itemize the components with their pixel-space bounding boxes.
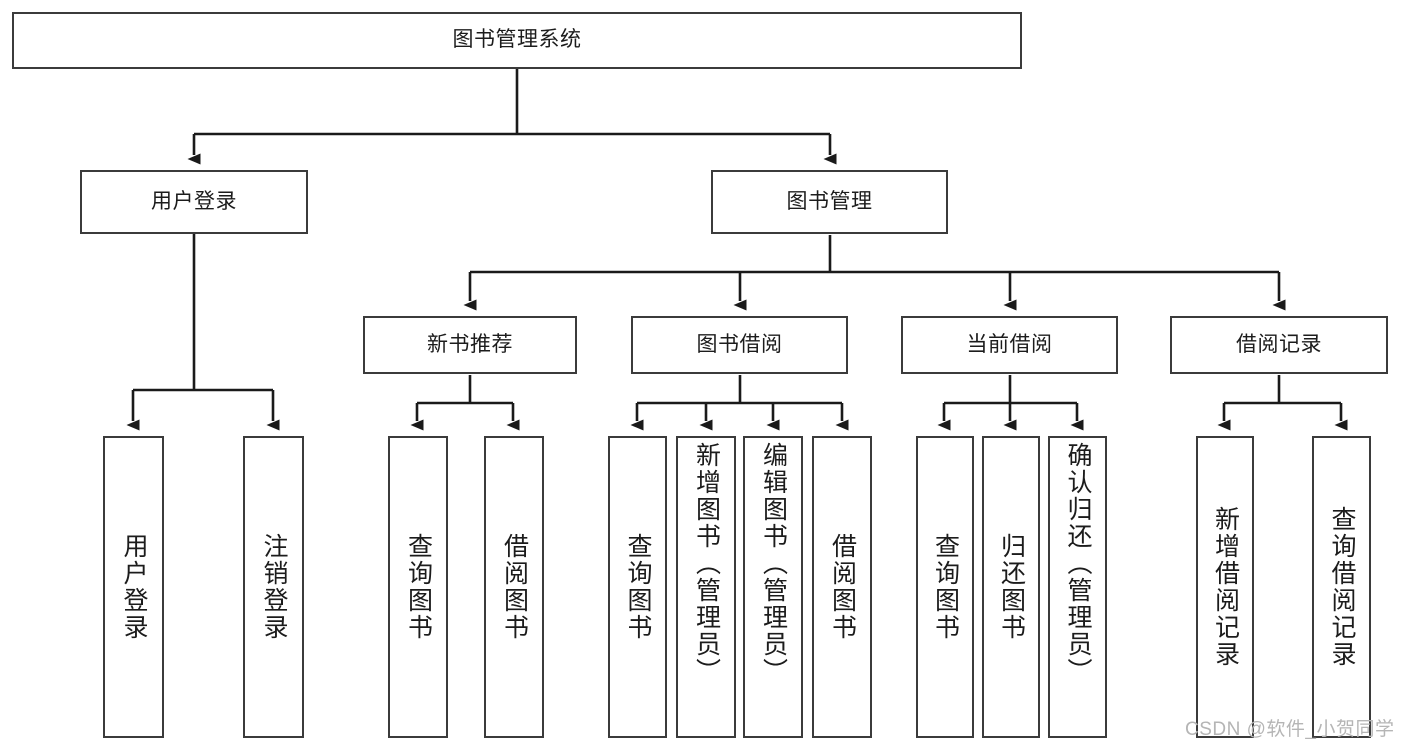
node-current-borrow[interactable]: 当前借阅 xyxy=(901,316,1118,374)
leaf-current-borrow-confirm-return[interactable]: 确认归还（管理员） xyxy=(1048,436,1107,738)
leaf-new-book-borrow[interactable]: 借阅图书 xyxy=(484,436,544,738)
node-label: 用户登录 xyxy=(151,189,237,213)
node-label: 编辑图书（管理员） xyxy=(759,442,788,685)
node-label: 图书管理 xyxy=(786,189,873,213)
node-label: 图书管理系统 xyxy=(452,28,582,52)
node-label: 归还图书 xyxy=(997,533,1026,641)
leaf-book-borrow-query[interactable]: 查询图书 xyxy=(608,436,667,738)
node-label: 注销登录 xyxy=(260,533,288,641)
node-label: 查询图书 xyxy=(624,533,652,641)
leaf-user-login-login[interactable]: 用户登录 xyxy=(103,436,164,738)
node-label: 当前借阅 xyxy=(966,332,1053,356)
leaf-book-borrow-add[interactable]: 新增图书（管理员） xyxy=(676,436,736,738)
node-borrow-record[interactable]: 借阅记录 xyxy=(1170,316,1388,374)
leaf-current-borrow-query[interactable]: 查询图书 xyxy=(916,436,974,738)
node-label: 查询借阅记录 xyxy=(1328,506,1356,668)
leaf-book-borrow-lend[interactable]: 借阅图书 xyxy=(812,436,872,738)
node-label: 查询图书 xyxy=(404,533,433,641)
node-label: 查询图书 xyxy=(931,533,960,641)
node-user-login[interactable]: 用户登录 xyxy=(80,170,308,234)
node-label: 借阅图书 xyxy=(500,533,529,641)
node-label: 借阅图书 xyxy=(828,533,857,641)
leaf-borrow-record-add[interactable]: 新增借阅记录 xyxy=(1196,436,1254,738)
watermark-text: CSDN @软件_小贺同学 xyxy=(1185,719,1395,740)
leaf-current-borrow-return[interactable]: 归还图书 xyxy=(982,436,1040,738)
leaf-book-borrow-edit[interactable]: 编辑图书（管理员） xyxy=(743,436,803,738)
node-label: 新书推荐 xyxy=(427,332,513,356)
node-label: 新增图书（管理员） xyxy=(692,442,721,685)
node-root-system[interactable]: 图书管理系统 xyxy=(12,12,1022,69)
node-label: 用户登录 xyxy=(120,533,148,641)
leaf-new-book-query[interactable]: 查询图书 xyxy=(388,436,448,738)
leaf-borrow-record-query[interactable]: 查询借阅记录 xyxy=(1312,436,1371,738)
node-label: 新增借阅记录 xyxy=(1211,506,1240,668)
node-label: 借阅记录 xyxy=(1236,332,1322,356)
node-label: 图书借阅 xyxy=(696,332,783,356)
node-book-management[interactable]: 图书管理 xyxy=(711,170,948,234)
leaf-user-login-logout[interactable]: 注销登录 xyxy=(243,436,304,738)
node-book-borrow[interactable]: 图书借阅 xyxy=(631,316,848,374)
node-label: 确认归还（管理员） xyxy=(1064,442,1092,685)
node-new-book-recommend[interactable]: 新书推荐 xyxy=(363,316,577,374)
